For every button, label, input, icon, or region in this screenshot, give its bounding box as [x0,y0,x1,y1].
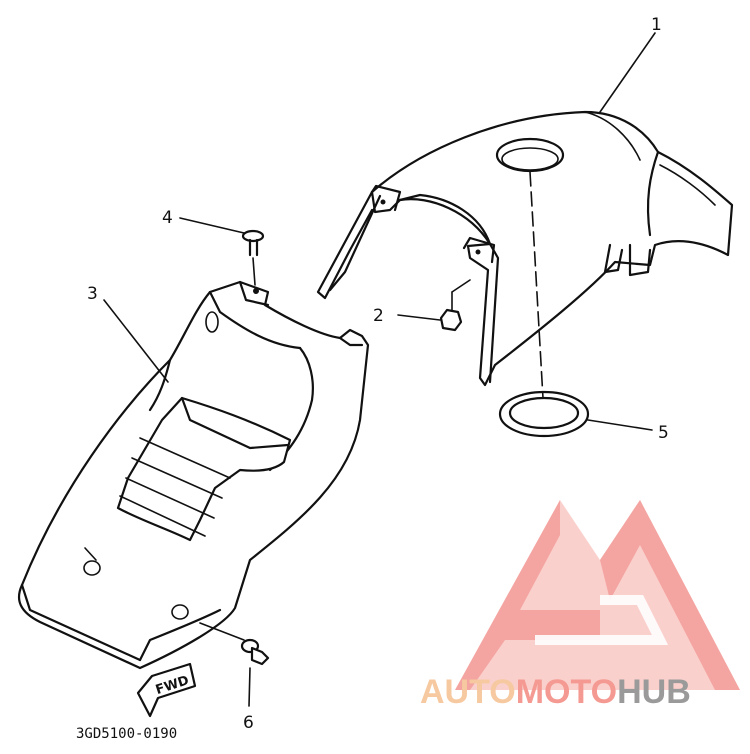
callout-2: 2 [373,306,384,326]
leader-6 [199,622,245,641]
bolt-part-6 [240,638,270,707]
watermark-auto: AUTO [420,673,516,711]
callout-4: 4 [162,208,173,228]
grommet-part-2 [439,279,471,332]
watermark-hub: HUB [617,673,691,711]
leader-5 [587,419,653,431]
watermark-moto: MOTO [516,673,617,711]
watermark-text: AUTOMOTOHUB [420,673,691,711]
callout-1: 1 [651,15,662,35]
leader-2 [397,314,441,321]
tank-cover-part-1 [316,110,734,387]
part-code: 3GD5100-0190 [76,726,177,742]
ring-alignment-line [529,171,544,399]
ring-part-5 [498,390,590,438]
fwd-direction-tag: FWD [136,662,197,718]
callout-3: 3 [87,284,98,304]
screw-part-4 [241,229,265,286]
callout-5: 5 [658,423,669,443]
watermark-logo [455,500,740,690]
leader-3 [103,299,169,383]
callout-6: 6 [243,713,254,733]
leader-1 [599,32,656,113]
leader-4 [179,217,245,234]
seat-cover-part-3 [17,280,370,670]
